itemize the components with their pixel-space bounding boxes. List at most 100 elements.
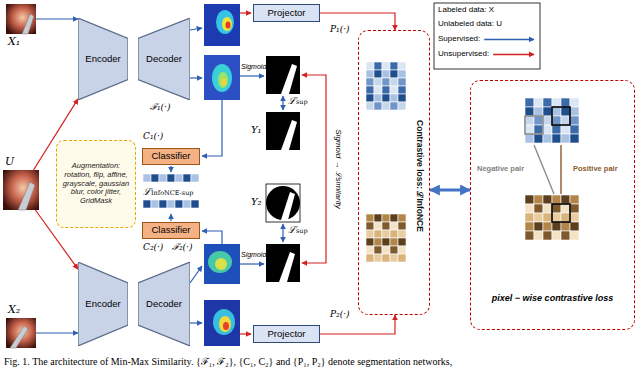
feature-grid	[143, 200, 199, 208]
feature-tile	[570, 204, 579, 213]
encoder-block: Encoder	[78, 18, 128, 100]
feature-tile	[390, 246, 398, 254]
feature-tile	[398, 214, 406, 222]
feature-tile	[159, 200, 167, 208]
feature-tile	[374, 94, 382, 102]
feature-tile	[374, 102, 382, 110]
decoder-block-shape	[138, 18, 190, 100]
operation-label: Sigmoid	[241, 251, 266, 259]
binary-mask	[266, 184, 300, 222]
heatmap	[204, 4, 240, 46]
node-text: Decoder	[146, 299, 182, 310]
feature-tile	[191, 200, 199, 208]
feature-tile	[570, 195, 579, 204]
feature-tile	[382, 254, 390, 262]
flow-arrow	[190, 266, 202, 283]
image-frame: X₁	[6, 4, 36, 34]
mask-tool	[279, 252, 295, 282]
figure-caption: Fig. 1. The architecture of Min-Max Simi…	[4, 356, 452, 367]
node-text: Projector	[267, 8, 305, 19]
instrument	[22, 14, 34, 34]
feature-tile	[382, 102, 390, 110]
feature-tile	[374, 238, 382, 246]
feature-tile	[398, 102, 406, 110]
feature-tile	[143, 200, 151, 208]
feature-tile	[390, 102, 398, 110]
feature-tile	[398, 86, 406, 94]
mask-tool	[281, 64, 297, 94]
network-symbol: P₁(·)	[330, 25, 350, 35]
feature-tile	[374, 78, 382, 86]
connector	[36, 332, 78, 333]
feature-tile	[398, 94, 406, 102]
feature-tile	[382, 86, 390, 94]
legend-frame	[434, 3, 540, 69]
feature-grid	[143, 174, 199, 182]
feature-tile	[525, 213, 534, 222]
feature-tile	[561, 98, 570, 107]
feature-tile	[570, 98, 579, 107]
heatmap	[204, 55, 240, 100]
feature-tile	[552, 107, 561, 116]
feature-tile	[570, 213, 579, 222]
flow-arrow	[202, 100, 222, 156]
flow-arrow	[190, 322, 202, 323]
feature-tile	[167, 200, 175, 208]
feature-tile	[167, 174, 175, 182]
feature-tile	[143, 174, 151, 182]
heatmap-blob	[208, 251, 232, 273]
feature-tile	[552, 125, 561, 134]
feature-tile	[398, 70, 406, 78]
feature-tile	[552, 134, 561, 143]
feature-tile	[552, 213, 561, 222]
feature-tile	[382, 222, 390, 230]
feature-tile	[398, 222, 406, 230]
encoder-block-shape	[78, 18, 128, 100]
node-text: X₁	[8, 36, 20, 49]
feature-grid	[366, 214, 406, 262]
feature-tile	[570, 125, 579, 134]
feature-tile	[525, 204, 534, 213]
feature-tile	[366, 62, 374, 70]
flow-arrow	[240, 12, 251, 13]
feature-tile	[390, 86, 398, 94]
feature-tile	[543, 231, 552, 240]
feature-tile	[390, 70, 398, 78]
feature-tile	[561, 204, 570, 213]
ground-truth-label: Y₂	[251, 196, 262, 207]
feature-tile	[525, 222, 534, 231]
feature-tile	[561, 195, 570, 204]
node-text: Encoder	[85, 54, 120, 65]
feature-tile	[151, 200, 159, 208]
feature-tile	[175, 174, 183, 182]
feature-tile	[366, 70, 374, 78]
loss-arrow	[282, 96, 283, 110]
feature-tile	[366, 214, 374, 222]
ground-truth-label: Y₁	[251, 124, 262, 135]
contrastive-loss-region: Contrastive loss: ℒInfoNCE	[358, 30, 430, 315]
feature-tile	[398, 230, 406, 238]
feature-tile	[366, 86, 374, 94]
feature-grid	[366, 62, 406, 110]
flow-arrow	[240, 263, 264, 264]
feature-tile	[366, 222, 374, 230]
feature-tile	[374, 62, 382, 70]
mask-tool	[281, 192, 295, 220]
node-text: U	[5, 156, 14, 169]
binary-mask	[266, 56, 300, 94]
flow-arrow	[202, 231, 222, 244]
projector-box: Projector	[253, 325, 320, 343]
feature-tile	[570, 107, 579, 116]
decoder-block: Decoder	[138, 18, 190, 100]
feature-tile	[374, 230, 382, 238]
feature-tile	[390, 214, 398, 222]
feature-tile	[561, 116, 570, 125]
feature-tile	[398, 246, 406, 254]
flow-arrow	[170, 214, 171, 221]
heatmap-blob	[226, 22, 231, 29]
feature-tile	[398, 254, 406, 262]
node-text: pixel − wise contrastive loss	[471, 293, 634, 303]
feature-tile	[534, 231, 543, 240]
decoder-block: Decoder	[138, 262, 190, 346]
feature-tile	[382, 62, 390, 70]
